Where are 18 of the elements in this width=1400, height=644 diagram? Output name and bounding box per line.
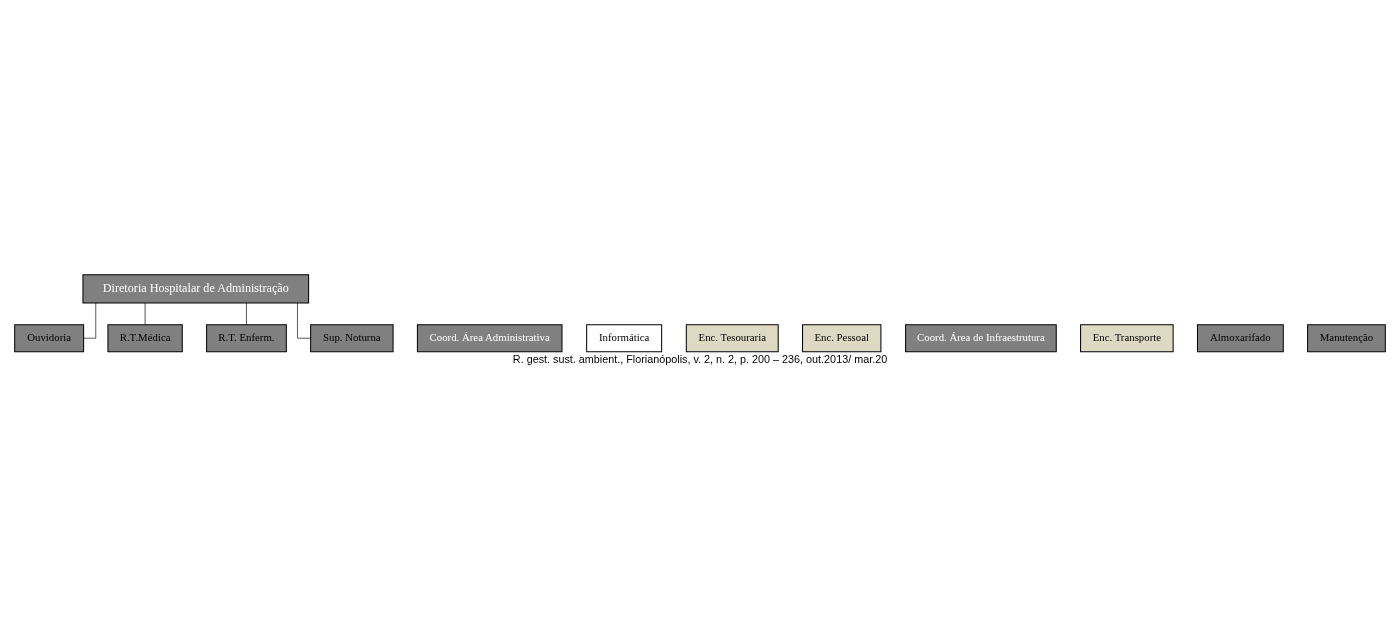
node-box: Almoxarifado	[1196, 324, 1284, 353]
connector	[144, 302, 146, 325]
node-box: Informática	[586, 324, 663, 353]
connector	[297, 302, 311, 339]
connector	[83, 302, 97, 339]
node-box: R.T.Médica	[107, 324, 183, 353]
node-box: Enc. Transporte	[1080, 324, 1174, 353]
connector	[246, 302, 247, 325]
node-box: Manutenção	[1307, 324, 1386, 353]
node-box: Enc. Pessoal	[802, 324, 882, 353]
node-box: Coord. Área de Infraestrutura	[905, 324, 1057, 353]
caption: R. gest. sust. ambient., Florianópolis, v. 2, n. 2, p. 200 – 236, out.2013/ mar.20	[512, 353, 888, 366]
node-box: Coord. Área Administrativa	[416, 324, 563, 353]
node-box: Ouvidoria	[14, 324, 85, 353]
node-box: Enc. Tesouraria	[685, 324, 779, 353]
node-box: Sup. Noturna	[310, 324, 394, 353]
node-box: Diretoria Hospitalar de Administração	[82, 274, 310, 304]
node-box: R.T. Enferm.	[206, 324, 287, 353]
